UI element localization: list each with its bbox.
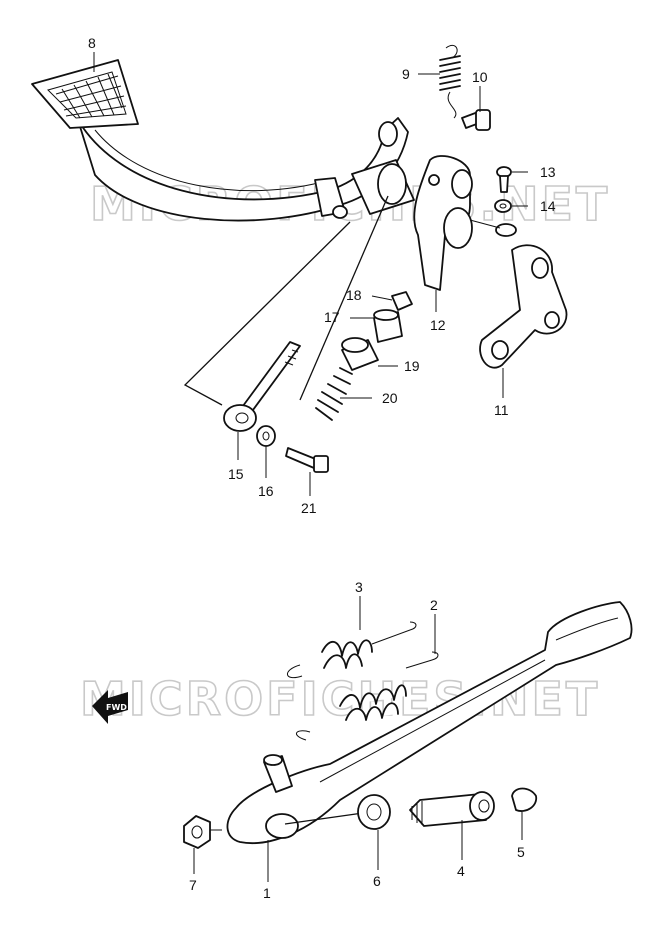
callout-21: 21 xyxy=(301,500,317,516)
spring-2 xyxy=(296,651,439,741)
brake-lever-12 xyxy=(413,155,517,291)
rod-15 xyxy=(223,341,301,432)
pivot-bolt-4 xyxy=(409,791,495,827)
bolt-21 xyxy=(285,447,329,473)
callout-2: 2 xyxy=(430,597,438,613)
side-stand-1 xyxy=(226,601,633,844)
callout-10: 10 xyxy=(472,69,488,85)
callout-8: 8 xyxy=(88,35,96,51)
assembly-line xyxy=(284,811,371,825)
washer-16 xyxy=(256,425,276,447)
callout-12: 12 xyxy=(430,317,446,333)
callout-19: 19 xyxy=(404,358,420,374)
callout-1: 1 xyxy=(263,885,271,901)
callout-6: 6 xyxy=(373,873,381,889)
spring-3 xyxy=(287,621,417,679)
callout-18: 18 xyxy=(346,287,362,303)
spring-9 xyxy=(439,44,461,119)
cap-5 xyxy=(511,787,538,812)
cap-18 xyxy=(391,291,413,311)
callout-17: 17 xyxy=(324,309,340,325)
brake-pedal xyxy=(31,59,415,222)
callout-14: 14 xyxy=(540,198,556,214)
callout-20: 20 xyxy=(382,390,398,406)
callout-9: 9 xyxy=(402,66,410,82)
screw-13 xyxy=(496,166,512,193)
callout-4: 4 xyxy=(457,863,465,879)
washer-6 xyxy=(357,794,391,830)
nut-14 xyxy=(494,199,512,213)
callout-5: 5 xyxy=(517,844,525,860)
callout-16: 16 xyxy=(258,483,274,499)
callout-15: 15 xyxy=(228,466,244,482)
leader-lines xyxy=(93,52,528,882)
fwd-arrow-icon: FWD xyxy=(92,690,128,724)
spring-20 xyxy=(315,367,353,421)
assembly-line xyxy=(299,195,389,401)
callout-13: 13 xyxy=(540,164,556,180)
nut-7 xyxy=(183,815,211,849)
sleeve-17 xyxy=(373,309,403,343)
sleeve-19 xyxy=(341,337,379,371)
bolt-10 xyxy=(461,109,491,131)
assembly-line xyxy=(183,221,351,406)
callout-7: 7 xyxy=(189,877,197,893)
svg-text:FWD: FWD xyxy=(106,703,127,712)
callout-11: 11 xyxy=(494,402,509,418)
callouts: 8 9 10 13 14 18 17 12 19 20 11 15 16 21 … xyxy=(88,35,556,901)
callout-3: 3 xyxy=(355,579,363,595)
rod-end-11 xyxy=(479,244,568,369)
